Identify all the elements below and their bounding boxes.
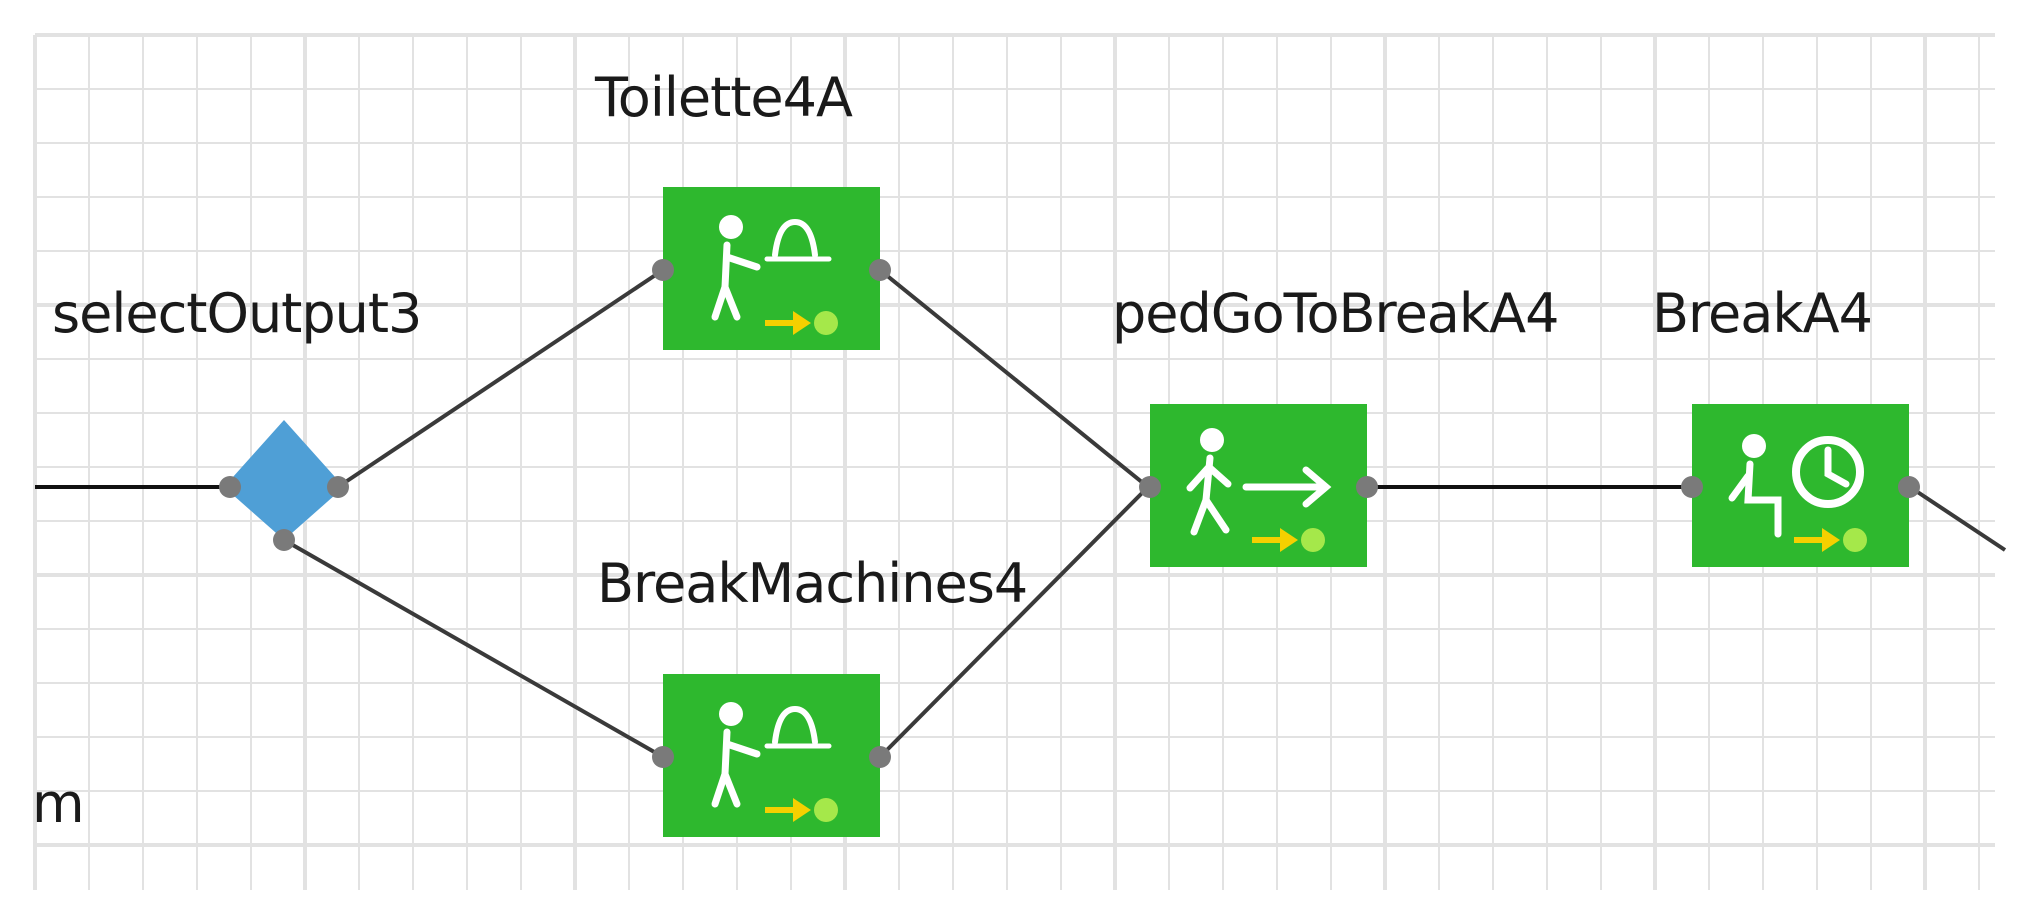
port-out[interactable] — [1356, 476, 1378, 498]
ped-walk-arrow-icon — [1186, 428, 1332, 536]
port-in[interactable] — [1139, 476, 1161, 498]
label-select-output[interactable]: selectOutput3 — [52, 282, 422, 345]
toilette-block[interactable] — [652, 187, 891, 350]
port-in[interactable] — [219, 476, 241, 498]
ped-arrow-dot-icon — [1252, 528, 1325, 552]
label-break-a4[interactable]: BreakA4 — [1652, 282, 1873, 345]
select-output-block[interactable] — [219, 420, 349, 551]
label-break-machines[interactable]: BreakMachines4 — [597, 552, 1028, 615]
port-in[interactable] — [1681, 476, 1703, 498]
port-out-false[interactable] — [273, 529, 295, 551]
diamond-icon — [224, 420, 344, 540]
ped-go-to-block[interactable] — [1139, 404, 1378, 567]
connector-select-to-toilette[interactable] — [336, 268, 665, 489]
port-in[interactable] — [652, 746, 674, 768]
ped-arrow-dot-icon — [1794, 528, 1867, 552]
port-in[interactable] — [652, 259, 674, 281]
ped-service-icon — [711, 215, 832, 321]
connector-breakmachines-to-pedgoto[interactable] — [878, 485, 1150, 759]
ped-arrow-dot-icon — [765, 798, 838, 822]
port-out[interactable] — [869, 746, 891, 768]
break-a4-block[interactable] — [1681, 404, 1920, 567]
port-out[interactable] — [869, 259, 891, 281]
connector-select-to-breakmachines[interactable] — [283, 538, 664, 759]
label-ped-go-to[interactable]: pedGoToBreakA4 — [1112, 282, 1559, 345]
connector-toilette-to-pedgoto[interactable] — [878, 268, 1150, 489]
label-edge-m: m — [32, 772, 85, 835]
ped-service-icon — [711, 702, 832, 808]
ped-arrow-dot-icon — [765, 311, 838, 335]
connector-outbound[interactable] — [1908, 485, 2007, 552]
break-machines-block[interactable] — [652, 674, 891, 837]
label-toilette[interactable]: Toilette4A — [595, 66, 853, 129]
ped-wait-clock-icon — [1728, 434, 1864, 538]
port-out[interactable] — [1898, 476, 1920, 498]
port-out-true[interactable] — [327, 476, 349, 498]
grid — [33, 33, 1995, 890]
connectors — [35, 268, 2007, 759]
